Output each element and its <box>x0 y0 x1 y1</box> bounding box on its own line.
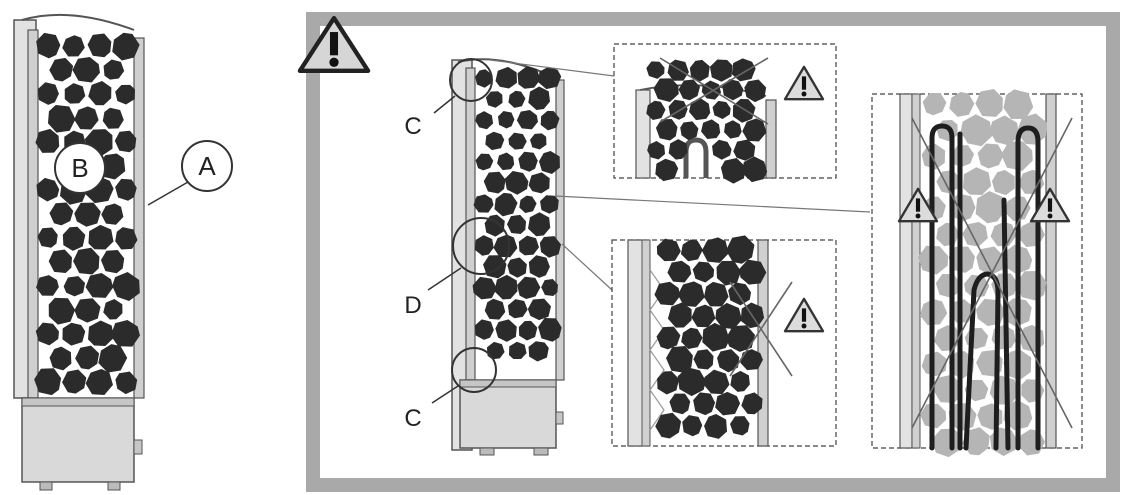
stone <box>60 80 90 109</box>
label-c-top: C <box>404 113 421 140</box>
stone <box>58 30 89 62</box>
stone <box>49 346 72 371</box>
detail-heating-elements-exposed <box>871 84 1083 462</box>
stone <box>527 298 552 321</box>
stone <box>526 84 553 113</box>
stone-column <box>31 27 146 401</box>
stone <box>97 198 128 230</box>
stone <box>99 55 128 85</box>
callout-d: D <box>404 217 510 319</box>
stone <box>98 246 128 277</box>
callout-c-bottom: C <box>404 347 497 432</box>
callout-c-top: C <box>404 58 493 140</box>
label-b: B <box>71 153 88 183</box>
stone <box>482 212 507 238</box>
stone-column <box>469 62 565 364</box>
stone <box>482 297 507 322</box>
stone <box>35 31 62 60</box>
stone <box>482 87 507 111</box>
stone <box>35 224 61 251</box>
stone <box>490 315 522 347</box>
detail-stones-in-gap <box>611 230 837 447</box>
stone <box>63 275 86 297</box>
warning-icon <box>783 65 825 101</box>
stone <box>483 130 506 151</box>
stone <box>70 54 103 85</box>
stone <box>494 149 519 174</box>
callout-a: A <box>147 140 233 206</box>
label-d: D <box>404 292 421 319</box>
warning-icon <box>783 297 825 333</box>
warning-icon <box>1029 187 1071 223</box>
stone <box>59 223 88 254</box>
heater-detail <box>451 58 565 456</box>
detail-overfilled-top <box>613 43 837 189</box>
stone <box>504 211 530 238</box>
stone <box>474 319 494 340</box>
heater-overview <box>13 13 146 491</box>
heating-elements <box>929 123 1041 451</box>
stone <box>525 210 554 240</box>
warning-icon <box>897 187 939 223</box>
stone <box>517 150 540 174</box>
callout-b: B <box>54 142 106 194</box>
stone <box>71 341 104 375</box>
stone <box>35 274 60 297</box>
stone <box>503 295 532 323</box>
stone <box>527 129 551 153</box>
stone <box>85 78 116 110</box>
label-c-bottom: C <box>404 405 421 432</box>
stone <box>99 105 126 132</box>
stone <box>492 65 521 92</box>
stone <box>101 296 126 323</box>
stone <box>497 110 515 129</box>
stone <box>526 170 553 196</box>
stone <box>84 271 115 300</box>
warning-icon <box>297 15 371 73</box>
stone <box>74 298 101 323</box>
stone <box>84 29 116 62</box>
stone <box>472 149 497 175</box>
stone <box>472 193 495 214</box>
warning-frame <box>297 12 1120 492</box>
stone <box>525 338 552 364</box>
stone <box>73 201 102 228</box>
stone <box>473 233 496 258</box>
stone <box>515 108 540 131</box>
stone <box>506 130 529 152</box>
stone <box>515 317 540 343</box>
stone <box>505 87 528 111</box>
stone <box>59 320 88 348</box>
stone <box>37 82 60 106</box>
stone <box>528 255 551 279</box>
stone <box>505 339 530 364</box>
stone <box>516 192 540 216</box>
label-a: A <box>198 151 216 181</box>
stone <box>481 168 509 197</box>
